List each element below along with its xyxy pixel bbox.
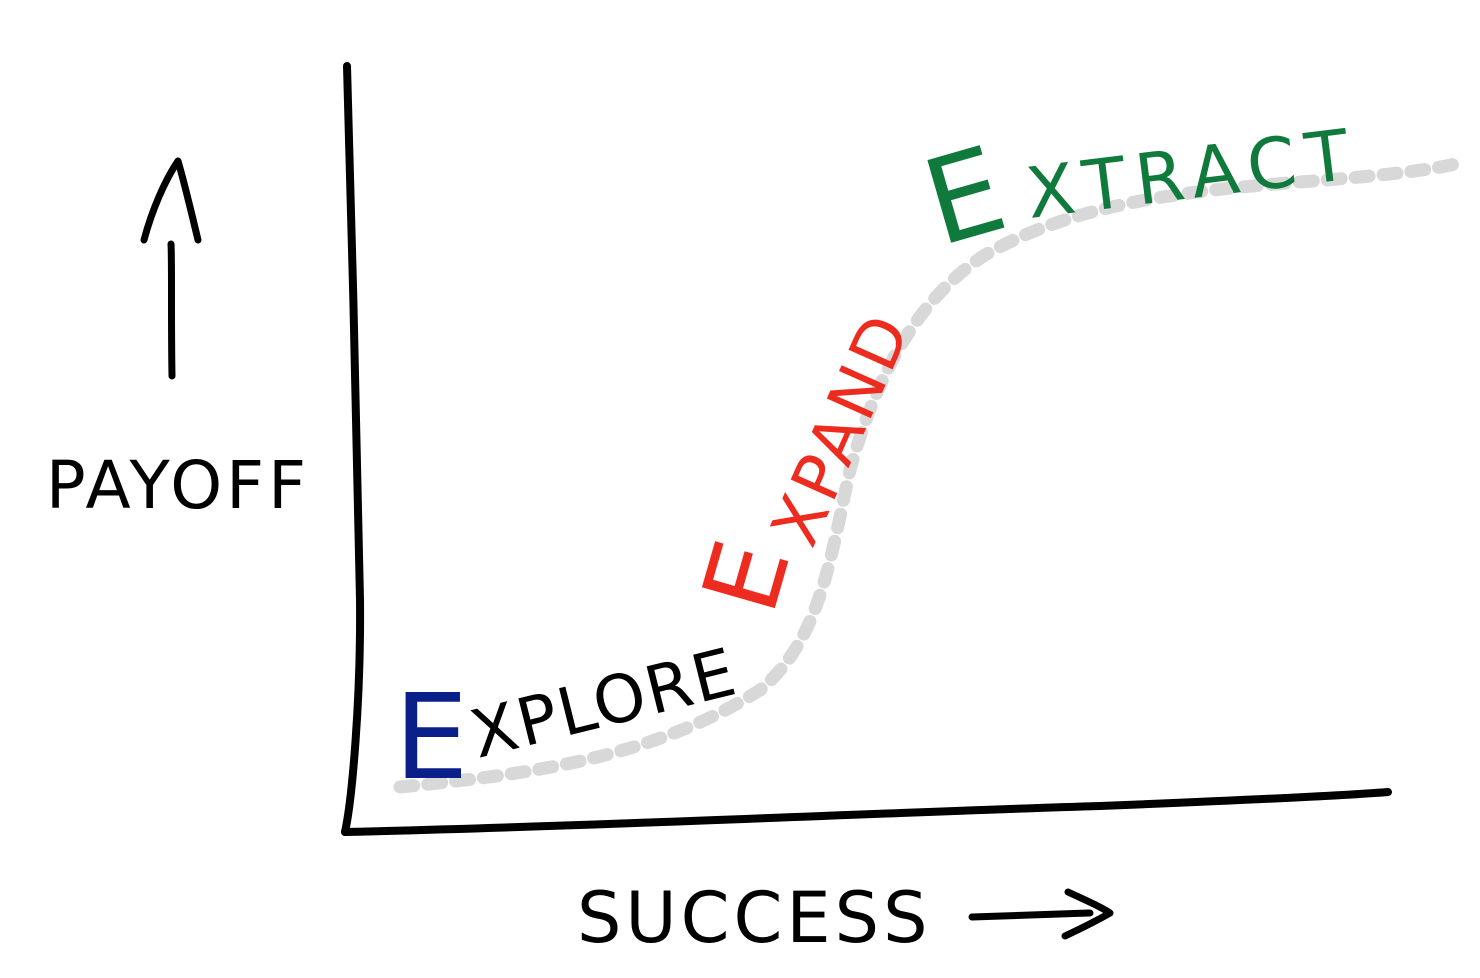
phase-expand-rest: XPAND — [756, 300, 926, 556]
phase-extract-rest: XTRACT — [1022, 113, 1363, 235]
up-arrow-icon — [140, 157, 202, 380]
x-axis-line — [341, 788, 1392, 836]
x-axis-label: SUCCESS — [577, 877, 932, 959]
phase-explore-label: E — [394, 668, 469, 806]
y-axis-label: PAYOFF — [46, 447, 310, 524]
y-axis-line — [341, 62, 365, 836]
s-curve — [393, 157, 1462, 794]
phase-explore-initial: E — [394, 668, 469, 806]
right-arrow-icon — [968, 888, 1114, 940]
phase-extract-initial: E — [910, 120, 1020, 273]
